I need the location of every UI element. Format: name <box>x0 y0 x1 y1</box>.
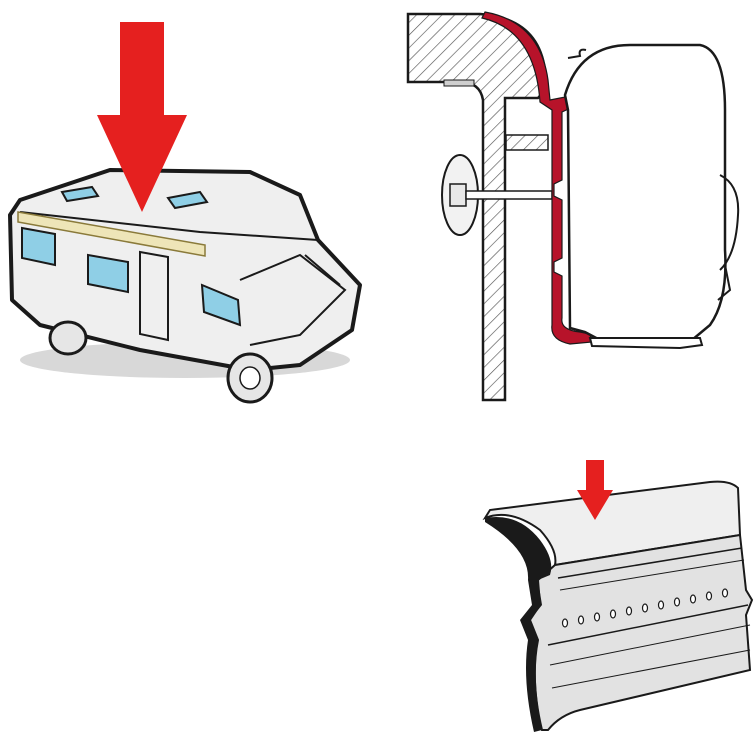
motorhome-panel <box>0 0 380 420</box>
side-window <box>87 253 129 294</box>
down-arrow-icon <box>577 460 613 520</box>
rail-profile-panel <box>470 440 756 736</box>
cross-section-panel <box>380 0 756 420</box>
mounting-holes <box>561 588 729 628</box>
awning-case-icon <box>563 43 740 350</box>
cab-window <box>200 283 242 327</box>
side-door <box>139 250 169 342</box>
motorhome-illustration <box>8 22 362 404</box>
bolt-icon <box>441 154 553 236</box>
adapter-profile <box>481 11 593 345</box>
wheel <box>48 320 88 356</box>
motorhome-icon <box>8 168 362 404</box>
rail-profile-illustration <box>482 460 754 732</box>
adapter-rail-icon <box>482 480 754 732</box>
skylight <box>166 190 209 210</box>
skylight <box>60 185 100 203</box>
cross-section-illustration <box>406 11 740 402</box>
down-arrow-icon <box>97 22 187 212</box>
awning-strip <box>17 211 206 257</box>
side-window <box>21 226 56 267</box>
